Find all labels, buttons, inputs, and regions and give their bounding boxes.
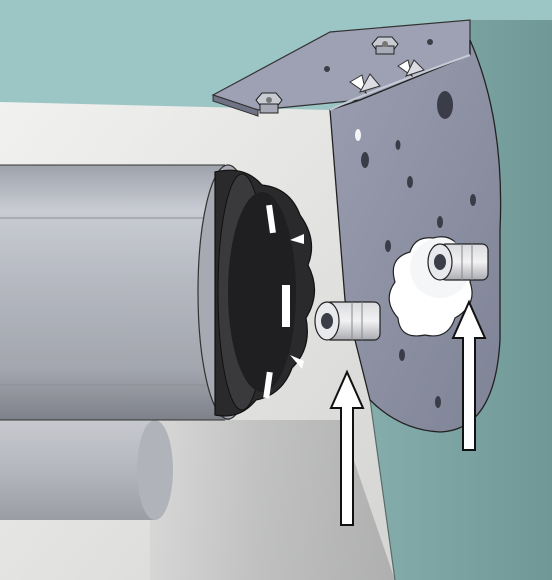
hex-bolt-icon [371, 36, 399, 55]
lower-tube [0, 419, 173, 520]
up-arrow-icon [329, 369, 365, 526]
hex-bolt-icon [255, 92, 283, 114]
floor-shadow [150, 420, 395, 580]
motor-drive-adapter-icon [214, 169, 316, 417]
pin-bushing-icon [427, 243, 489, 281]
pin-bushing-icon [314, 301, 381, 341]
up-arrow-icon [451, 299, 487, 451]
plate-holes [361, 91, 476, 408]
